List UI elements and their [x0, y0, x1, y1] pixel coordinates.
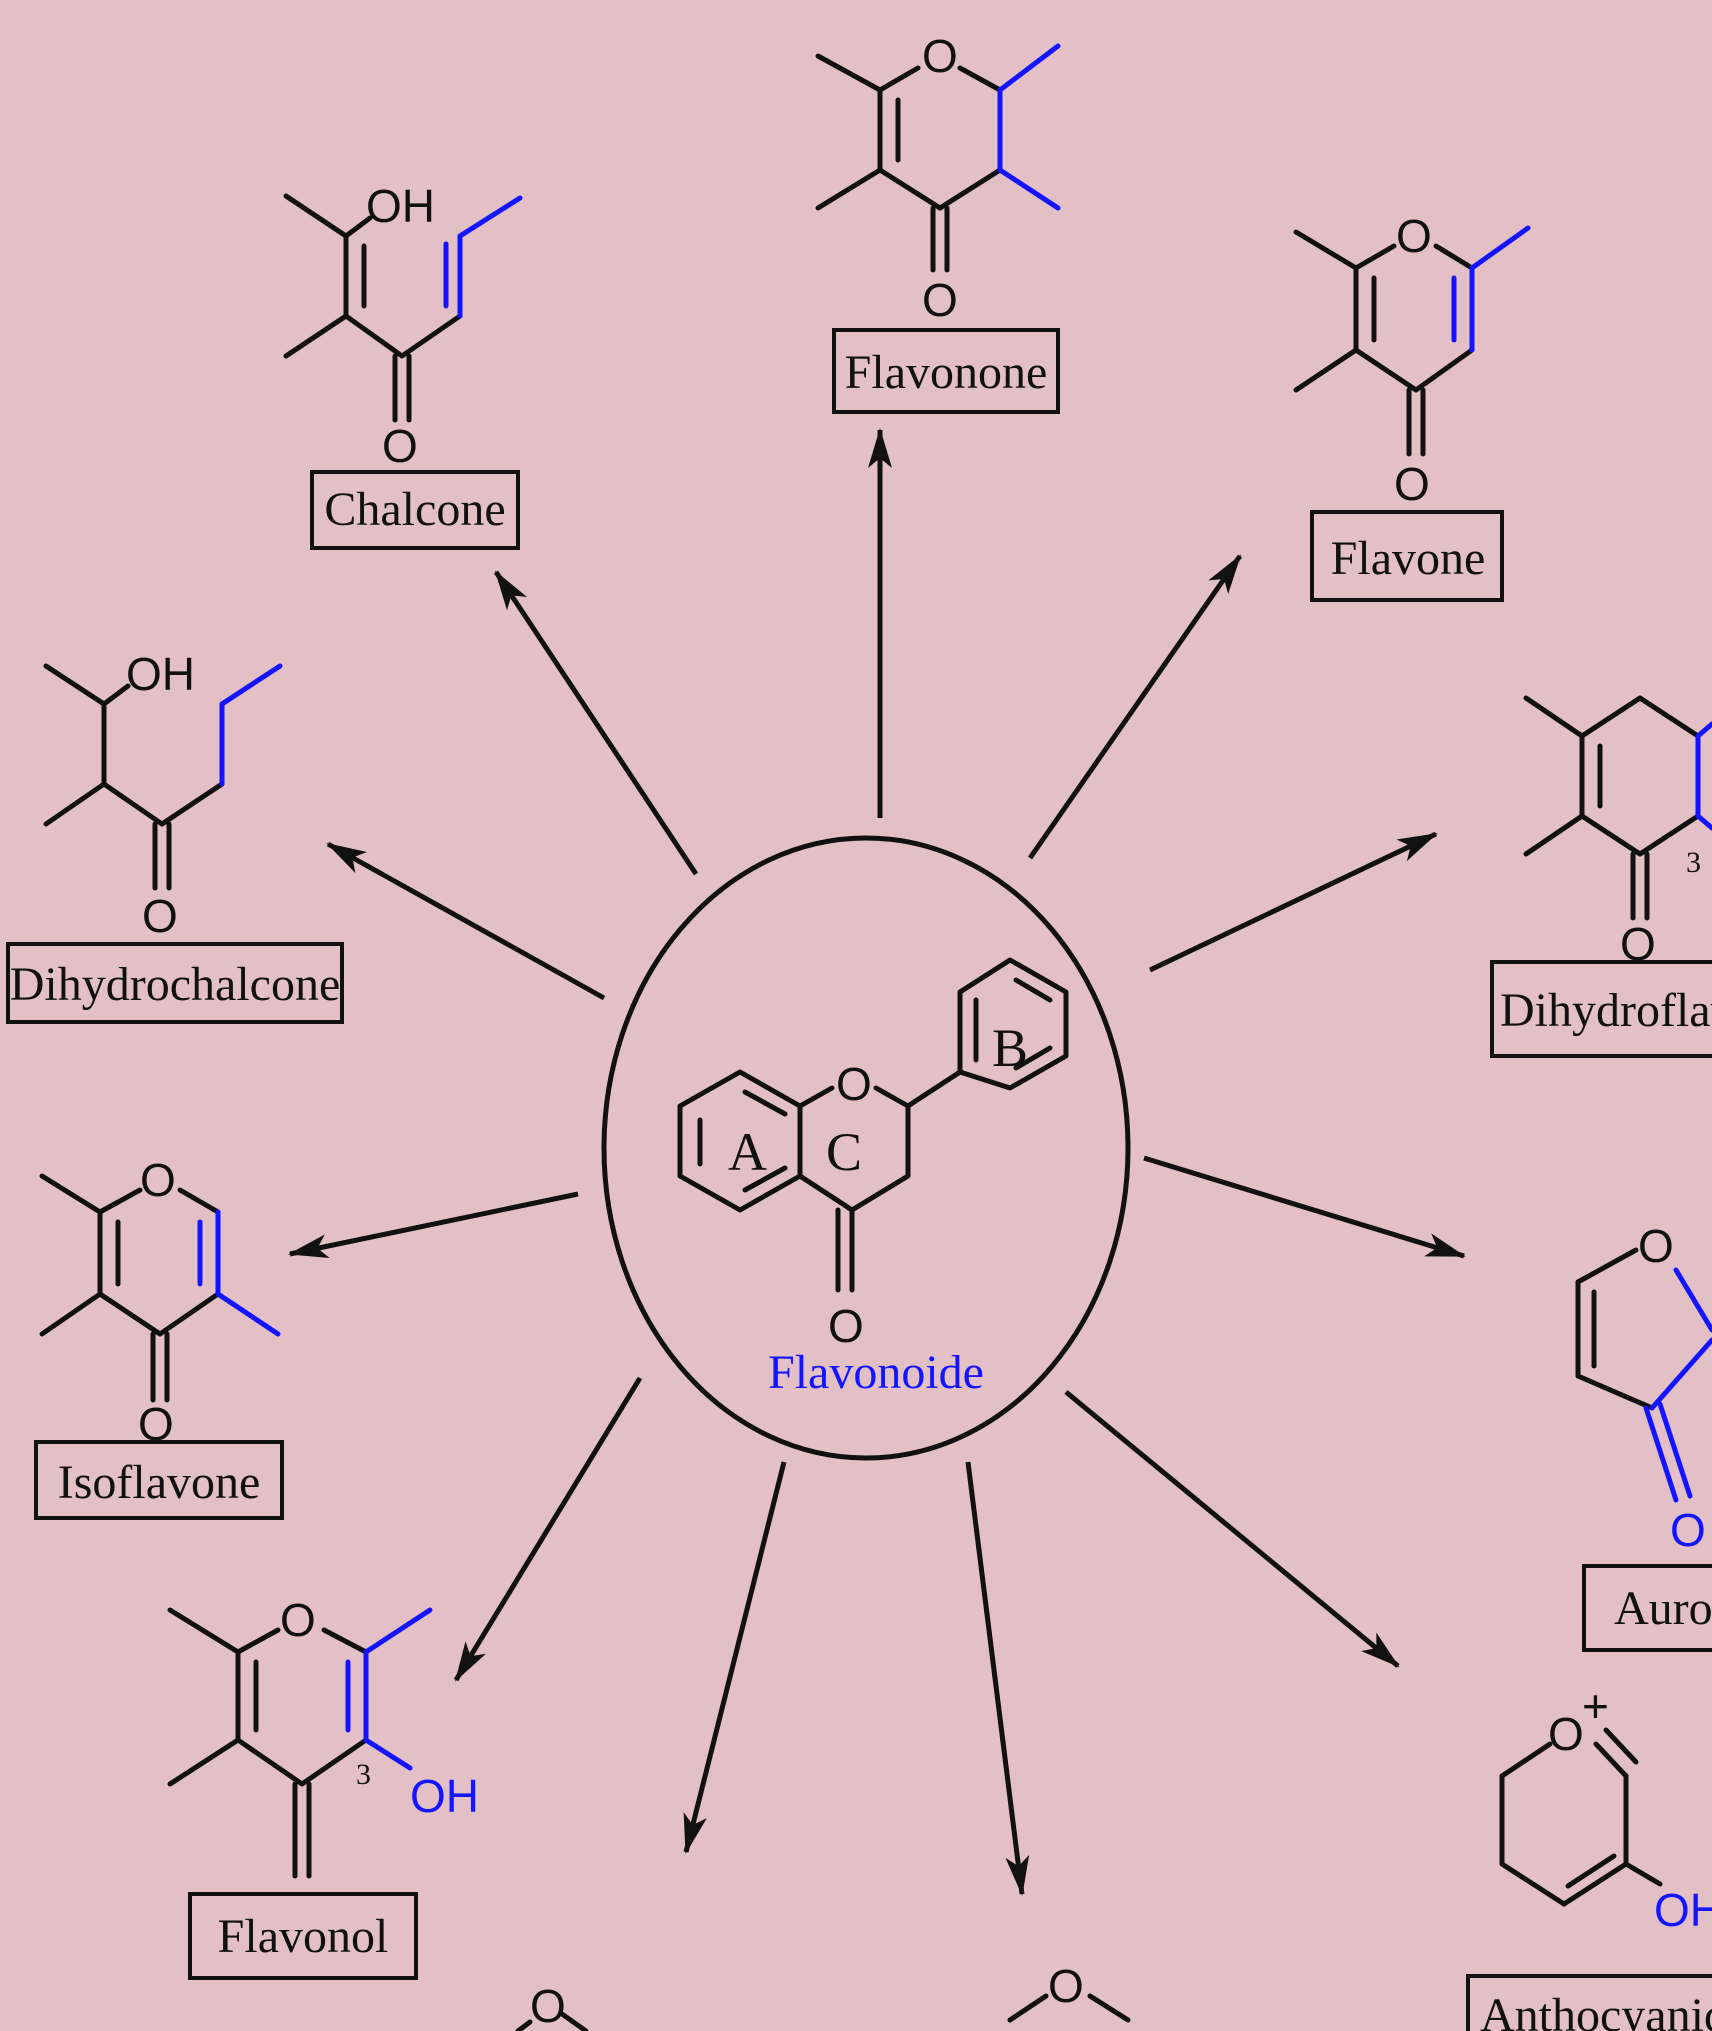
arrow-to-dihydrochalcone: [326, 841, 606, 1001]
center-ellipse: [601, 835, 1131, 1461]
aurone-ring-oxygen: O: [1638, 1220, 1674, 1272]
chalcone-carbonyl-oxygen: O: [382, 420, 418, 472]
anthocyanidin-label-box: [1466, 1974, 1712, 2031]
chalcone-label: Chalcone: [324, 483, 505, 536]
dihydrochalcone-structure: OH O: [43, 648, 283, 942]
dihydroflavonol-position: 3: [1686, 846, 1701, 879]
ring-c-bonds: [797, 1085, 835, 1109]
chalcone-hydroxyl: OH: [366, 180, 435, 232]
arrow-to-dihydroflavonol: [1148, 831, 1438, 973]
flavonone-structure: O O: [815, 30, 1061, 326]
anthocyanidin-charge: +: [1582, 1680, 1609, 1732]
flavonol-structure: O 3 OH: [167, 1594, 479, 1879]
isoflavone-label-box: [34, 1440, 284, 1520]
dihydroflavonol-label: Dihydroflav: [1500, 984, 1712, 1037]
flavone-ring-oxygen: O: [1396, 210, 1432, 262]
flavone-label: Flavone: [1331, 532, 1486, 585]
chalcone-label-box: [310, 470, 520, 550]
flavonol-label: Flavonol: [218, 1910, 389, 1963]
flavonone-ring-oxygen: O: [922, 30, 958, 82]
anthocyanidin-oxonium: O: [1548, 1708, 1584, 1760]
arrow-to-flavonol: [453, 1376, 643, 1682]
flavonone-label-box: [832, 328, 1060, 414]
flavonone-carbonyl-oxygen: O: [922, 274, 958, 326]
dihydrochalcone-label-box: [6, 942, 344, 1024]
ring-c-label: C: [826, 1122, 862, 1182]
center-carbonyl-oxygen: O: [828, 1300, 864, 1352]
arrow-to-bottom-middle: [965, 1461, 1030, 1896]
flavonoide-core: O A C B O Flavonoide: [601, 835, 1131, 1461]
arrow-to-chalcone: [493, 570, 699, 876]
arrow-to-isoflavone: [288, 1191, 579, 1258]
flavone-structure: O O: [1293, 210, 1531, 510]
aurone-label: Auror: [1614, 1582, 1712, 1635]
ring-b-bonds: [957, 957, 1069, 1091]
bottom-middle-oxygen: O: [1048, 1960, 1084, 2012]
aurone-carbonyl-oxygen: O: [1670, 1504, 1706, 1556]
arrow-to-anthocyanidin: [1064, 1390, 1400, 1668]
flavonol-label-box: [188, 1892, 418, 1980]
anthocyanidin-hydroxyl: OH: [1654, 1884, 1712, 1936]
dihydrochalcone-label: Dihydrochalcone: [10, 958, 341, 1011]
ring-a-label: A: [728, 1122, 767, 1182]
bottom-left-structure: O: [515, 1980, 589, 2031]
bottom-left-oxygen: O: [530, 1980, 566, 2031]
flavone-carbonyl-oxygen: O: [1394, 458, 1430, 510]
arrow-to-aurone: [1143, 1155, 1466, 1259]
flavonol-position: 3: [356, 1758, 371, 1791]
flavonone-label: Flavonone: [845, 346, 1048, 399]
bottom-middle-structure: O: [1007, 1960, 1131, 2023]
chalcone-structure: OH O: [283, 180, 523, 472]
isoflavone-label: Isoflavone: [58, 1456, 261, 1509]
aurone-structure: O O: [1575, 1220, 1712, 1556]
center-caption: Flavonoide: [768, 1346, 984, 1399]
dihydrochalcone-carbonyl-oxygen: O: [142, 890, 178, 942]
arrows: [288, 428, 1466, 1896]
flavone-label-box: [1310, 510, 1504, 602]
dihydroflavonol-label-box: [1490, 960, 1712, 1058]
aurone-label-box: [1582, 1564, 1712, 1652]
ring-b-label: B: [992, 1018, 1028, 1078]
flavonol-ring-oxygen: O: [280, 1594, 316, 1646]
anthocyanidin-label: Anthocyanid: [1480, 1989, 1712, 2031]
isoflavone-structure: O O: [39, 1154, 281, 1450]
flavonol-hydroxyl: OH: [410, 1770, 479, 1822]
dihydrochalcone-hydroxyl: OH: [126, 648, 195, 700]
arrow-to-bottom-left: [683, 1461, 787, 1854]
dihydroflavonol-structure: 3 O: [1523, 695, 1712, 970]
center-oxygen: O: [836, 1058, 872, 1110]
anthocyanidin-structure: O + OH: [1499, 1680, 1712, 1936]
isoflavone-ring-oxygen: O: [140, 1154, 176, 1206]
arrow-to-flavone: [1027, 554, 1243, 860]
